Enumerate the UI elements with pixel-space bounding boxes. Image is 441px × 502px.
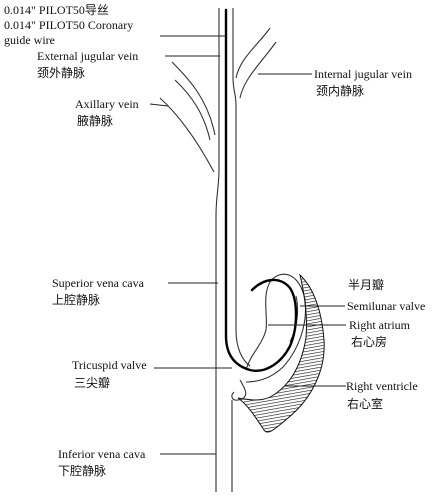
internal-jugular-vein — [235, 27, 271, 79]
label-right-atrium-en: Right atrium — [349, 318, 411, 332]
right-ventricle-wall — [237, 273, 325, 433]
label-internal-jugular-en: Internal jugular vein — [314, 67, 412, 81]
internal-jugular-vein-outer — [239, 41, 277, 99]
svc-right-wall — [232, 8, 251, 367]
guide-wire — [224, 8, 298, 372]
label-axillary-cn: 腋静脉 — [77, 113, 113, 128]
label-svc-en: Superior vena cava — [52, 276, 145, 290]
label-tricuspid-cn: 三尖瓣 — [74, 376, 110, 390]
label-ivc-cn: 下腔静脉 — [58, 463, 106, 478]
right-atrium-outline — [245, 273, 307, 383]
label-ivc-en: Inferior vena cava — [58, 447, 146, 461]
label-right-atrium-cn: 右心房 — [351, 334, 387, 349]
label-tricuspid-en: Tricuspid valve — [72, 358, 147, 372]
tricuspid-valve — [231, 379, 247, 401]
axillary-vein — [159, 97, 215, 173]
label-wire-en-2: guide wire — [4, 33, 55, 47]
label-axillary-en: Axillary vein — [75, 97, 139, 111]
label-internal-jugular-cn: 颈内静脉 — [316, 83, 364, 98]
svc-left-wall — [215, 8, 220, 492]
label-external-jugular-en: External jugular vein — [37, 49, 138, 63]
leader-axillary — [149, 103, 169, 107]
external-jugular-vein — [171, 61, 216, 136]
label-semilunar-cn: 半月瓣 — [348, 278, 384, 292]
external-jugular-vein-inner — [174, 79, 211, 141]
label-wire-cn: 0.014" PILOT50导丝 — [4, 3, 109, 17]
label-semilunar-en: Semilunar valve — [347, 299, 425, 313]
label-right-ventricle-cn: 右心室 — [347, 396, 383, 411]
label-wire-en-1: 0.014" PILOT50 Coronary — [4, 18, 133, 32]
label-svc-cn: 上腔静脉 — [52, 292, 100, 307]
label-right-ventricle-en: Right ventricle — [346, 379, 418, 393]
label-external-jugular-cn: 颈外静脉 — [37, 65, 85, 80]
